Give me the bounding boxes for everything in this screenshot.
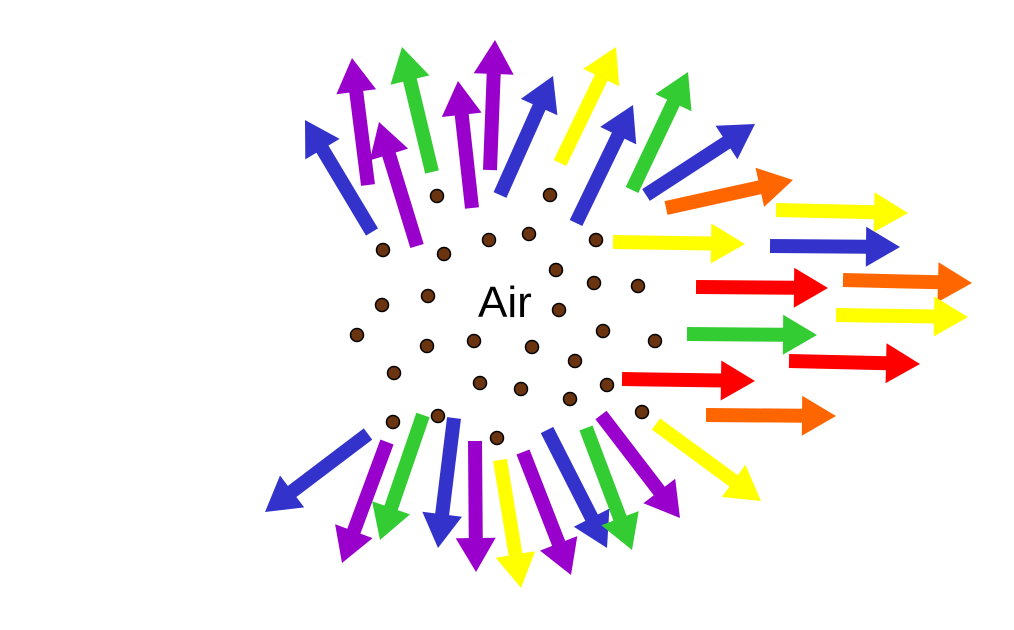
- arrow-shaft: [621, 372, 724, 388]
- arrow-head: [335, 524, 373, 563]
- arrow-shaft: [625, 97, 681, 194]
- arrow-head: [885, 343, 920, 384]
- arrow-head: [801, 395, 836, 436]
- arrow-head: [495, 551, 536, 588]
- arrow-head: [305, 120, 340, 160]
- arrow-head: [601, 511, 639, 550]
- arrow-head: [422, 511, 462, 548]
- arrows-group: [265, 40, 972, 588]
- arrow-head: [715, 124, 755, 160]
- arrow-head: [937, 262, 972, 303]
- arrow-shaft: [346, 439, 394, 536]
- arrow-head: [720, 360, 755, 401]
- arrow-head: [441, 81, 482, 117]
- air-particle: [429, 188, 445, 204]
- arrow-head: [721, 464, 761, 501]
- arrow-shaft: [468, 440, 483, 541]
- air-particle: [586, 275, 602, 291]
- arrow-shaft: [769, 239, 869, 254]
- air-particle: [466, 333, 482, 349]
- air-particle: [595, 323, 611, 339]
- arrow-head: [336, 58, 377, 95]
- air-particle: [436, 246, 452, 262]
- arrow-head: [873, 192, 908, 233]
- arrow-head: [583, 47, 620, 87]
- air-particle: [567, 353, 583, 369]
- arrow-shaft: [835, 308, 937, 324]
- arrow-head: [390, 47, 430, 85]
- arrow-shaft: [842, 273, 941, 290]
- air-particle: [472, 375, 488, 391]
- arrow-head: [372, 501, 410, 540]
- arrow-head: [473, 40, 514, 75]
- arrow-shaft: [695, 280, 797, 295]
- arrow-shaft: [540, 426, 599, 523]
- arrow-head: [369, 122, 409, 161]
- arrow-shaft: [454, 112, 479, 209]
- air-particle: [634, 404, 650, 420]
- arrow-head: [265, 475, 305, 512]
- arrow-shaft: [788, 354, 889, 371]
- air-particle: [513, 381, 529, 397]
- arrow-head: [520, 76, 558, 116]
- air-particle: [420, 288, 436, 304]
- air-particle: [548, 262, 564, 278]
- arrow-shaft: [516, 449, 566, 548]
- air-particle: [647, 333, 663, 349]
- arrow-head: [865, 226, 900, 267]
- arrow-shaft: [569, 130, 626, 227]
- arrow-shaft: [705, 408, 805, 423]
- arrow-shaft: [664, 180, 764, 215]
- arrow-shaft: [642, 135, 733, 201]
- arrow-shaft: [493, 102, 547, 198]
- air-particle: [599, 377, 615, 393]
- air-particle: [630, 278, 646, 294]
- arrow-shaft: [434, 417, 461, 518]
- air-particle: [419, 338, 435, 354]
- particles-group: [349, 187, 663, 446]
- arrow-shaft: [775, 203, 877, 220]
- air-particle: [588, 232, 604, 248]
- arrow-head: [655, 72, 692, 112]
- air-particle: [385, 414, 401, 430]
- arrow-head: [573, 508, 610, 548]
- arrow-head: [455, 537, 496, 572]
- arrow-shaft: [553, 72, 609, 167]
- arrow-shaft: [493, 458, 523, 558]
- arrow-shaft: [595, 410, 667, 497]
- arrow-shaft: [579, 425, 628, 523]
- arrow-shaft: [651, 418, 740, 488]
- air-particle: [386, 365, 402, 381]
- arrow-shaft: [402, 76, 439, 174]
- arrow-shaft: [349, 88, 375, 186]
- arrow-head: [793, 267, 828, 308]
- arrow-shaft: [686, 327, 786, 342]
- air-particle: [542, 187, 558, 203]
- arrow-head: [643, 478, 680, 518]
- air-particle: [524, 339, 540, 355]
- arrow-head: [755, 167, 793, 207]
- air-particle: [349, 327, 365, 343]
- arrow-head: [782, 314, 817, 355]
- arrow-head: [710, 223, 745, 264]
- arrow-head: [933, 296, 968, 337]
- arrow-shaft: [381, 150, 424, 249]
- arrow-shaft: [483, 71, 501, 171]
- air-label: Air: [478, 278, 532, 327]
- arrow-shaft: [315, 143, 379, 236]
- air-particle: [551, 302, 567, 318]
- arrow-head: [600, 105, 637, 145]
- air-particle: [375, 242, 391, 258]
- air-particle: [489, 430, 505, 446]
- air-particle: [562, 391, 578, 407]
- air-particle: [374, 297, 390, 313]
- arrow-shaft: [286, 428, 373, 499]
- arrow-shaft: [383, 412, 430, 513]
- arrow-shaft: [612, 235, 714, 251]
- air-particle: [430, 408, 446, 424]
- air-particle: [521, 226, 537, 242]
- air-particle: [481, 232, 497, 248]
- arrow-head: [540, 536, 578, 575]
